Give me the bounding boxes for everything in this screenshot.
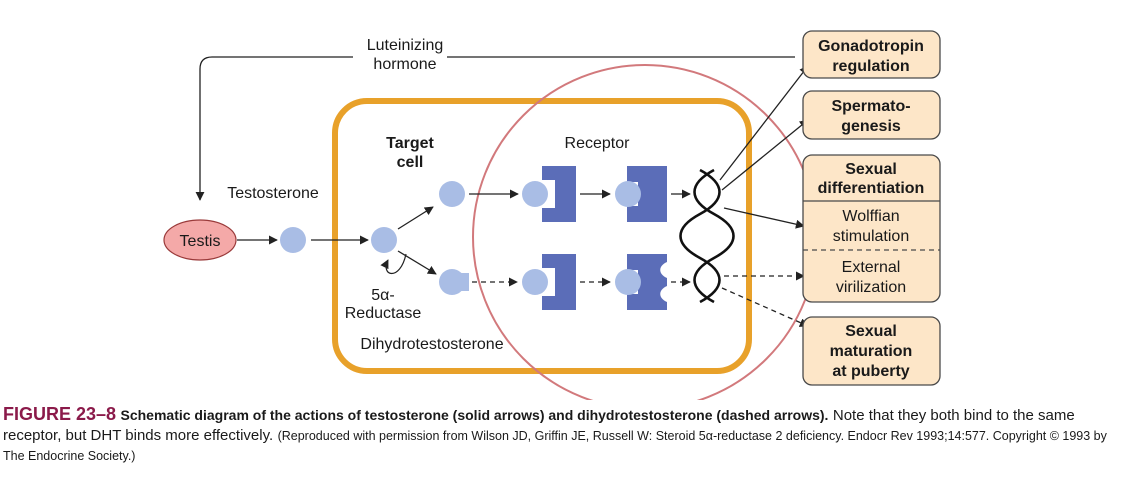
reductase-label-line1: 5α- <box>371 287 394 304</box>
gonadotropin-label-line2: regulation <box>832 58 909 75</box>
external-label-line2: virilization <box>836 279 906 296</box>
figure-label: FIGURE 23–8 <box>3 404 117 424</box>
dht-complex-ligand <box>615 269 641 295</box>
testosterone-label: Testosterone <box>227 185 319 202</box>
caption-source: (Reproduced with permission from Wilson … <box>3 429 1107 463</box>
receptor-empty-top <box>542 166 576 222</box>
t-branch-arrow <box>397 206 434 230</box>
arrow-to-gonadotropin <box>719 65 809 181</box>
gonadotropin-label-line1: Gonadotropin <box>818 38 924 55</box>
t-receptor-complex <box>627 166 667 222</box>
dht-label: Dihydrotestosterone <box>360 336 503 353</box>
spermatogenesis-box <box>802 90 941 140</box>
external-label-line1: External <box>842 259 901 276</box>
caption-body: Note that they both bind to the same rec… <box>3 407 1075 444</box>
testis-node <box>163 219 237 261</box>
sexual-differentiation-label-line2: differentiation <box>818 180 925 197</box>
sexual-differentiation-box <box>802 154 941 303</box>
lh-label-line2: hormone <box>373 56 436 73</box>
wolffian-label-line1: Wolffian <box>842 208 899 225</box>
receptor-label: Receptor <box>565 135 631 152</box>
puberty-label-line2: maturation <box>830 343 913 360</box>
target-cell-border <box>332 98 752 374</box>
dht-molecule <box>439 269 469 295</box>
target-cell-label-line1: Target <box>386 135 434 152</box>
dht-receptor-complex <box>627 254 667 310</box>
testosterone-molecule <box>280 227 306 253</box>
dht-branch-arrow <box>397 250 437 275</box>
spermatogenesis-label-line1: Spermato- <box>831 98 910 115</box>
intracellular-testosterone <box>371 227 397 253</box>
reductase-label-line2: Reductase <box>345 305 422 322</box>
lh-label-line1: Luteinizing <box>367 37 444 54</box>
arrow-to-wolffian <box>723 207 805 229</box>
dna-helix <box>679 168 735 304</box>
dht-bound-ligand <box>522 269 548 295</box>
puberty-box <box>802 316 941 386</box>
t-complex-ligand <box>615 181 641 207</box>
target-cell-label-line2: cell <box>397 154 424 171</box>
figure-caption: FIGURE 23–8 Schematic diagram of the act… <box>3 404 1118 466</box>
nucleus-border <box>472 64 818 400</box>
arrow-to-spermatogenesis <box>721 119 809 191</box>
reductase-curl-arrow <box>380 253 407 274</box>
puberty-label-line1: Sexual <box>845 323 897 340</box>
t-bound-ligand <box>522 181 548 207</box>
sexual-differentiation-label-line1: Sexual <box>845 161 897 178</box>
spermatogenesis-label-line2: genesis <box>841 118 901 135</box>
testosterone-action-diagram: Luteinizing hormone Testis Testosterone … <box>163 30 941 400</box>
caption-title: Schematic diagram of the actions of test… <box>120 407 829 423</box>
arrow-to-puberty <box>721 287 809 327</box>
lh-feedback-arrow <box>200 56 795 200</box>
puberty-label-line3: at puberty <box>832 363 909 380</box>
wolffian-label-line2: stimulation <box>833 228 909 245</box>
testis-label: Testis <box>180 233 221 250</box>
testosterone-free <box>439 181 465 207</box>
receptor-empty-bottom <box>542 254 576 310</box>
gonadotropin-box <box>802 30 941 79</box>
